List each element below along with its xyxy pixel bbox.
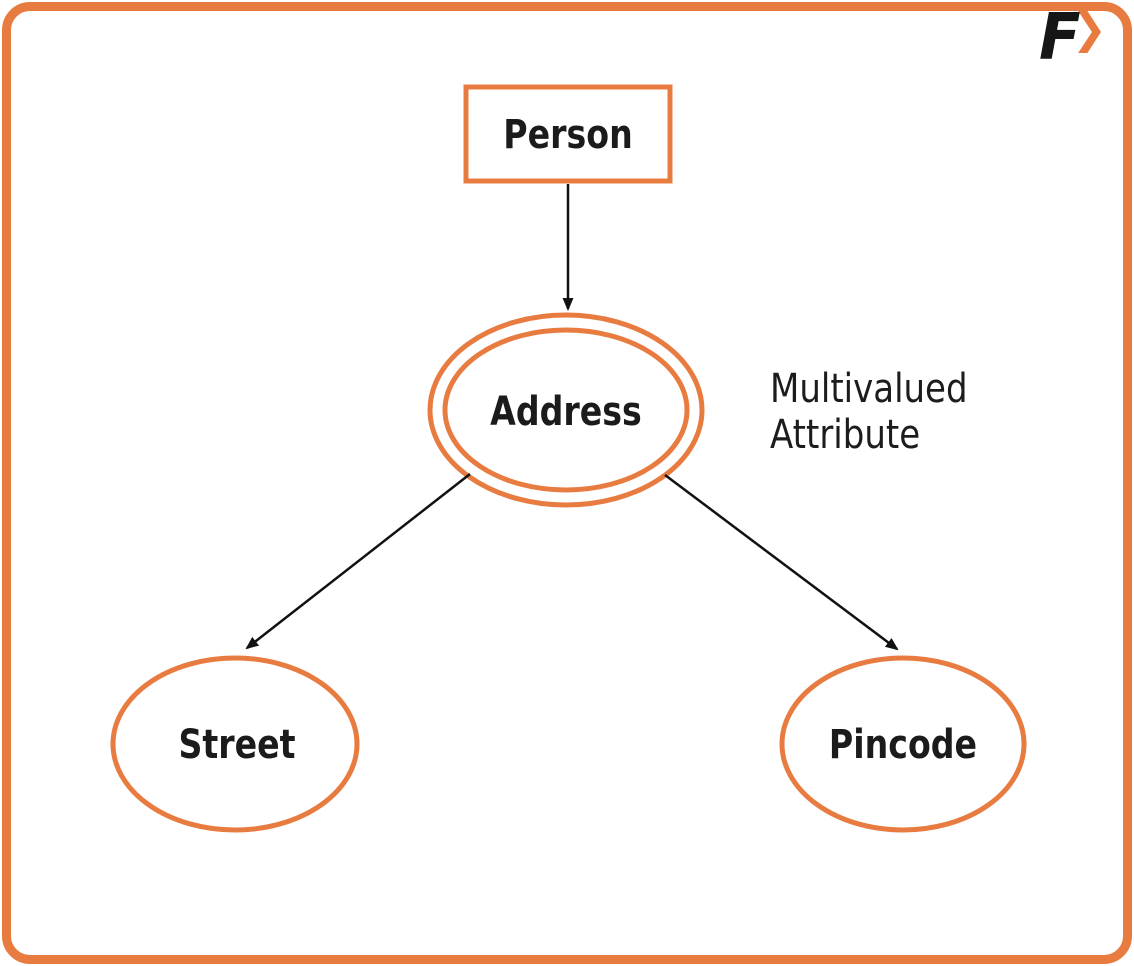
street-label: Street	[178, 722, 296, 768]
edge-address-to-pincode	[664, 474, 899, 651]
address-label: Address	[490, 389, 642, 435]
person-entity-box	[463, 84, 673, 184]
multivalued-attribute-annotation: Multivalued Attribute	[770, 366, 968, 458]
logo-chevron-icon: ❯	[1071, 4, 1107, 53]
pincode-ellipse	[779, 655, 1027, 833]
address-inner-ellipse	[442, 327, 690, 493]
edge-address-to-street	[245, 473, 471, 650]
street-ellipse	[110, 655, 360, 833]
pincode-label: Pincode	[828, 722, 978, 768]
brand-logo: F ❯	[1038, 6, 1107, 70]
person-label: Person	[503, 112, 633, 158]
logo-f-letter: F	[1039, 1, 1081, 75]
